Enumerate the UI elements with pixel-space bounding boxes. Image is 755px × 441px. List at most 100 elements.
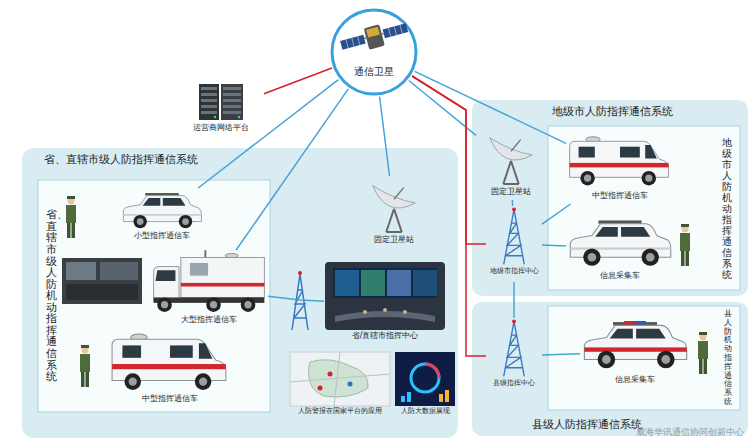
node-picture [566,134,674,190]
illustration-part [411,364,439,392]
illustration-part [190,263,208,276]
vertical-label: 县人防机动指挥通信系统 [724,310,732,407]
illustration-part [179,215,192,228]
illustration-part [681,251,685,266]
connector-line [542,354,580,355]
illustration-part [155,270,175,281]
illustration-part [425,364,439,378]
panel-heading: 省、直辖市级人防指挥通信系统 [44,153,198,166]
illustration-part [81,345,89,348]
illustration-part [366,27,380,38]
illustration-part [407,392,411,402]
node-label: 人防警报在国家平台的应用 [298,407,382,415]
illustration-part [123,214,201,216]
node-label: 信息采集车 [600,271,640,280]
illustration-part [635,321,646,324]
illustration-part [595,227,618,237]
illustration-part [290,352,390,406]
illustration-part [583,249,600,266]
illustration-part [584,347,686,351]
illustration-part [413,270,437,296]
illustration-part [133,215,146,228]
illustration-part [394,188,404,200]
node-label: 固定卫星站 [374,235,414,245]
illustration-part [395,352,455,406]
signal-tower: 地级市指挥中心 [486,206,542,282]
illustration-part [298,271,302,275]
illustration-part [657,351,675,369]
node-picture [100,188,224,230]
illustration-part [223,93,241,96]
illustration-part [163,198,186,206]
data-screen: 人防大数据展现 [394,352,456,422]
command-center: 省/直辖市指挥中心 [324,262,446,346]
illustration-part [680,233,690,251]
illustration-part [67,223,71,238]
vehicle-icon: 信息采集车 [566,212,674,284]
illustration-part [241,297,256,312]
illustration-part [504,321,525,376]
illustration-part [598,351,616,369]
illustration-part [348,382,353,387]
vehicle-icon: 小型指挥通信车 [100,188,224,244]
soldier-figure [680,224,690,266]
panel-fill [472,100,748,296]
illustration-part [645,175,652,182]
map-screen: 人防警报在国家平台的应用 [288,352,392,422]
vertical-label: 省、直辖市级人防机动指挥通信系统 [46,209,57,382]
illustration-part [512,320,516,324]
illustration-part [335,270,359,296]
node-label: 固定卫星站 [491,187,531,196]
vehicle-icon: 中型指挥通信车 [100,333,240,407]
illustration-part [361,270,385,296]
illustration-part [129,377,137,385]
illustration-part [66,205,76,223]
illustration-part [373,186,416,208]
vehicle-icon: 大型指挥通信车 [150,250,268,328]
node-picture [394,352,456,406]
connector-line [380,97,390,176]
illustration-part [210,301,217,308]
illustration-part [335,311,435,322]
illustration-part [704,359,708,374]
illustration-part [386,209,401,232]
node-label: 运营商网络平台 [193,123,249,133]
illustration-part [490,138,533,160]
vehicle-icon: 信息采集车 [580,312,690,392]
illustration-part [122,345,141,357]
illustration-part [199,377,207,385]
illustration-part [72,223,76,238]
system-panel: 县级人防指挥通信系统县级指挥中心县人防机动指挥通信系统信息采集车 [472,302,748,436]
illustration-part [221,84,243,120]
illustration-part [137,218,144,225]
node-label: 中型指挥通信车 [142,394,198,403]
group-box-fill [38,180,270,412]
group-box-fill [548,306,740,410]
node-label: 人防大数据展现 [401,407,450,415]
panel-fill [22,148,458,438]
illustration-part [81,372,85,387]
illustration-part [292,274,308,330]
illustration-part [143,198,161,206]
node-label: 中型指挥通信车 [592,191,648,200]
mobile-group-box: 地级市人防机动指挥通信系统中型指挥通信车信息采集车 [548,126,740,290]
illustration-part [610,329,633,339]
illustration-part [161,301,168,308]
connector-line [412,76,486,244]
illustration-part [333,268,437,298]
satellite-circle: 通信卫星 [330,8,418,96]
illustration-part [223,111,241,114]
illustration-part [201,87,217,90]
mobile-group-box: 省、直辖市级人防机动指挥通信系统 小型指挥通信车大型指挥通信车中型指挥通信车 [38,180,270,412]
illustration-part [62,258,142,304]
illustration-part [157,297,172,312]
illustration-part [364,33,383,38]
illustration-part [642,171,656,185]
satellite-dish: 固定卫星站 [476,128,546,200]
illustration-part [570,163,669,168]
illustration-part [195,373,212,390]
connector-line [542,204,571,224]
illustration-part [661,355,670,364]
illustration-part [636,329,666,339]
node-label: 大型指挥通信车 [181,315,237,324]
